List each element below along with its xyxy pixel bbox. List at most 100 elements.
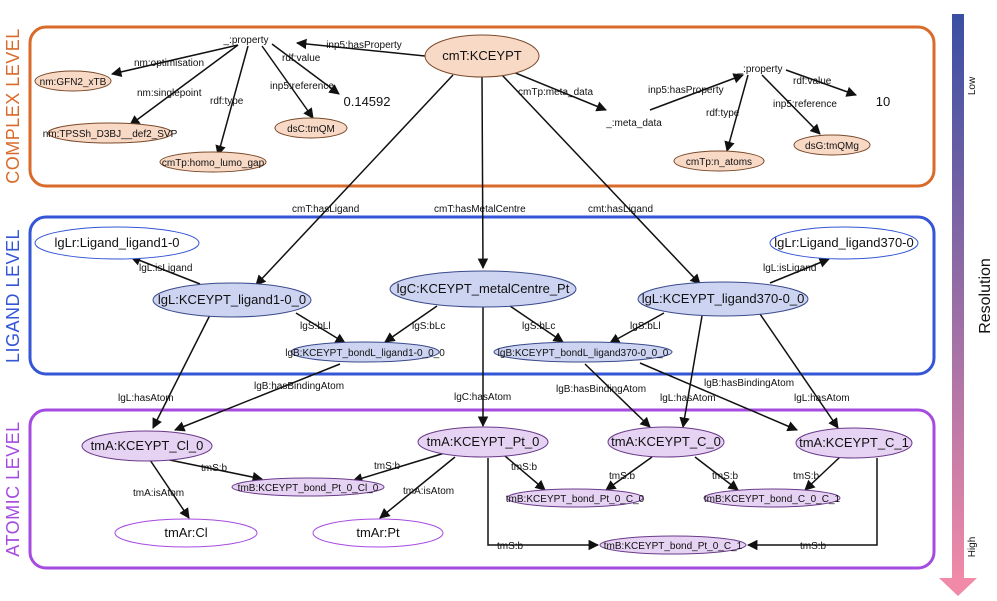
node-gfn2-xtb-label: nm:GFN2_xTB — [40, 77, 107, 88]
edge-has-metal-centre — [477, 74, 489, 270]
node-lglr-ligand1-label: lgLr:Ligand_ligand1-0 — [54, 235, 179, 250]
edge-label-rdftype-1: rdf:type — [210, 96, 244, 107]
node-lglr-ligand370-label: lgLr:Ligand_ligand370-0 — [774, 235, 914, 250]
node-bond-c0-c1[interactable] — [703, 488, 841, 508]
edge-blc-1 — [384, 305, 438, 343]
complex-level-title: COMPLEX LEVEL — [3, 28, 23, 184]
node-property-1[interactable]: _:property — [222, 35, 268, 46]
edge-is-atom-2 — [379, 456, 456, 519]
edge-label-is-ligand-1: lgL:isLigand — [139, 263, 192, 274]
edge-has-binding-atom-1 — [174, 363, 341, 432]
edge-label-has-atom-3: lgL:hasAtom — [794, 393, 850, 404]
edge-tms-b-2 — [351, 451, 449, 484]
node-tmar-pt-label: tmAr:Pt — [356, 525, 400, 540]
edge-is-ligand-2 — [769, 257, 830, 284]
node-tmar-pt[interactable] — [312, 518, 444, 548]
edge-tms-b-1 — [159, 457, 264, 483]
edge-bll-2 — [609, 312, 665, 344]
edge-label-has-binding-atom-3: lgB:hasBindingAtom — [704, 378, 794, 389]
edge-labels-layer: inp5:hasProperty nm:optimisation nm:sing… — [118, 40, 850, 552]
edge-label-tms-b-6: tmS:b — [793, 471, 820, 482]
edge-label-singlepoint: nm:singlepoint — [137, 88, 202, 99]
edge-tms-b-6 — [804, 456, 841, 491]
edge-has-atom-2 — [679, 315, 703, 429]
edge-meta-data — [507, 69, 607, 112]
node-property-2[interactable]: _:property — [736, 64, 782, 75]
edge-has-ligand-1 — [255, 74, 454, 286]
node-lglr-ligand1[interactable] — [34, 226, 200, 260]
edge-has-ligand-2 — [501, 74, 701, 285]
edge-has-property-1 — [295, 38, 426, 57]
node-dsc-tmqm[interactable] — [274, 117, 348, 139]
node-lgl-ligand1-label: lgL:KCEYPT_ligand1-0_0 — [158, 292, 306, 307]
edge-label-lgc-has-atom: lgC:hasAtom — [454, 392, 511, 403]
node-bond-c0-c1-label: tmB:KCEYPT_bond_C_0_C_1 — [704, 494, 841, 505]
resolution-arrowhead — [939, 578, 977, 596]
edge-optimisation — [110, 44, 239, 77]
edge-is-ligand-1 — [130, 255, 201, 285]
value-0-14592: 0.14592 — [344, 94, 391, 109]
edge-label-has-metal-centre: cmT:hasMetalCentre — [434, 204, 526, 215]
node-lgl-ligand370-label: lgL:KCEYPT_ligand370-0_0 — [642, 291, 805, 306]
node-lgl-ligand370[interactable] — [637, 281, 809, 317]
node-tmar-cl-label: tmAr:Cl — [164, 525, 207, 540]
edge-label-rdfvalue-1: rdf:value — [282, 53, 321, 64]
node-tma-c0[interactable] — [607, 426, 725, 458]
edge-reference-1 — [261, 45, 314, 119]
node-n-atoms[interactable] — [673, 150, 765, 172]
edge-tms-b-7 — [487, 458, 600, 551]
node-cmt-kceypt[interactable] — [424, 34, 540, 78]
atomic-level-frame — [28, 408, 936, 570]
node-dsg-tmqmg[interactable] — [793, 134, 871, 156]
node-homo-lumo-gap-label: cmTp:homo_lumo_gap — [162, 158, 265, 169]
edge-label-meta-data: cmTp:meta_data — [518, 87, 593, 98]
edge-tms-b-5 — [694, 456, 739, 491]
node-bond-pt-c1[interactable] — [599, 535, 747, 555]
edges-layer — [110, 38, 878, 551]
edge-has-atom-1 — [152, 314, 211, 429]
edge-label-tms-b-2: tmS:b — [374, 461, 401, 472]
node-n-atoms-label: cmTp:n_atoms — [686, 157, 752, 168]
node-tpssh[interactable] — [47, 122, 173, 144]
node-lgb-ligand370-label: lgB:KCEYPT_bondL_ligand370-0_0_0 — [498, 348, 669, 359]
node-tma-pt-label: tmA:KCEYPT_Pt_0 — [427, 434, 540, 449]
node-bond-pt-cl[interactable] — [231, 477, 385, 497]
node-lgb-ligand1[interactable] — [290, 341, 440, 363]
edge-label-tms-b-5: tmS:b — [712, 471, 739, 482]
node-meta-data[interactable]: _:meta_data — [605, 118, 662, 129]
edge-label-bll-2: lgS:bLl — [630, 321, 661, 332]
edge-has-property-2 — [649, 73, 744, 111]
edge-label-reference-2: inp5:reference — [773, 99, 837, 110]
node-cmt-kceypt-label: cmT:KCEYPT — [442, 48, 522, 63]
resolution-label: Resolution — [977, 258, 994, 334]
node-lgc-metal-centre[interactable] — [389, 270, 577, 308]
node-tpssh-label: nm:TPSSh_D3BJ__def2_SVP — [43, 129, 178, 140]
node-homo-lumo-gap[interactable] — [159, 151, 267, 173]
edge-singlepoint — [129, 44, 239, 126]
edge-label-is-atom-2: tmA:isAtom — [403, 486, 454, 497]
edge-rdfvalue-1 — [271, 43, 340, 95]
ligand-nodes: lgLr:Ligand_ligand1-0 lgLr:Ligand_ligand… — [34, 226, 919, 363]
edge-tms-b-8 — [746, 458, 878, 551]
node-bond-pt-c0[interactable] — [506, 488, 644, 508]
node-tma-pt[interactable] — [417, 426, 549, 458]
edge-rdfvalue-2 — [785, 69, 857, 97]
edge-label-rdftype-2: rdf:type — [706, 108, 740, 119]
edge-label-blc-2: lgS:bLc — [522, 321, 555, 332]
node-lgl-ligand1[interactable] — [152, 282, 312, 318]
edge-label-tms-b-3: tmS:b — [511, 462, 538, 473]
node-tmar-cl[interactable] — [114, 518, 258, 548]
node-tma-c1-label: tmA:KCEYPT_C_1 — [799, 435, 909, 450]
node-tma-cl[interactable] — [81, 430, 213, 462]
edge-label-tms-b-7: tmS:b — [497, 541, 524, 552]
edge-label-has-atom-2: lgL:hasAtom — [660, 393, 716, 404]
edge-label-has-binding-atom-1: lgB:hasBindingAtom — [254, 381, 344, 392]
node-gfn2-xtb[interactable] — [34, 70, 112, 92]
node-lgb-ligand370[interactable] — [493, 341, 673, 363]
node-tma-c1[interactable] — [795, 427, 913, 459]
node-lglr-ligand370[interactable] — [769, 226, 919, 260]
edge-label-tms-b-1: tmS:b — [201, 463, 228, 474]
edge-has-binding-atom-3 — [639, 362, 798, 432]
resolution-high-label: High — [967, 537, 978, 558]
